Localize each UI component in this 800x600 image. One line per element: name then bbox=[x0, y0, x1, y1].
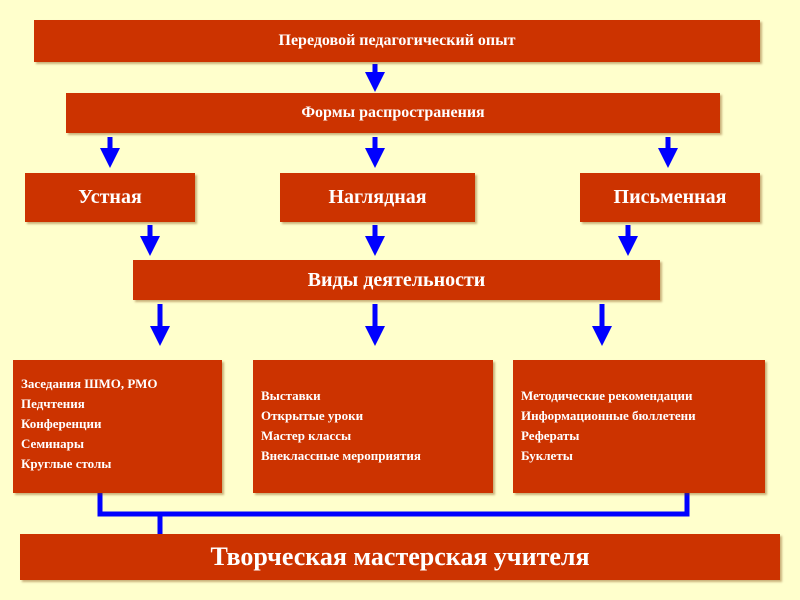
list-item: Конференции bbox=[21, 416, 102, 431]
type-oral: Устная bbox=[25, 173, 195, 222]
forms-box: Формы распространения bbox=[66, 93, 720, 133]
list-item: Педчтения bbox=[21, 396, 85, 411]
list-item: Методические рекомендации bbox=[521, 388, 693, 403]
result-box: Творческая мастерская учителя bbox=[20, 534, 780, 580]
list-item: Мастер классы bbox=[261, 428, 352, 443]
list-item: Заседания ШМО, РМО bbox=[21, 376, 158, 391]
type-written: Письменная bbox=[580, 173, 760, 222]
activities-list-visual: Выставки Открытые уроки Мастер классы Вн… bbox=[253, 360, 493, 493]
list-item: Буклеты bbox=[521, 448, 573, 463]
list-item: Круглые столы bbox=[21, 456, 112, 471]
list-item: Информационные бюллетени bbox=[521, 408, 696, 423]
list-item: Семинары bbox=[21, 436, 85, 451]
bracket-connector bbox=[97, 493, 690, 534]
list-item: Выставки bbox=[261, 388, 321, 403]
type-visual: Наглядная bbox=[280, 173, 475, 222]
list-item: Открытые уроки bbox=[261, 408, 364, 423]
activities-list-written: Методические рекомендации Информационные… bbox=[513, 360, 765, 493]
title-box: Передовой педагогический опыт bbox=[34, 20, 760, 62]
activities-box: Виды деятельности bbox=[133, 260, 660, 300]
list-item: Внеклассные мероприятия bbox=[261, 448, 421, 463]
list-item: Рефераты bbox=[521, 428, 580, 443]
activities-list-oral: Заседания ШМО, РМО Педчтения Конференции… bbox=[13, 360, 222, 493]
